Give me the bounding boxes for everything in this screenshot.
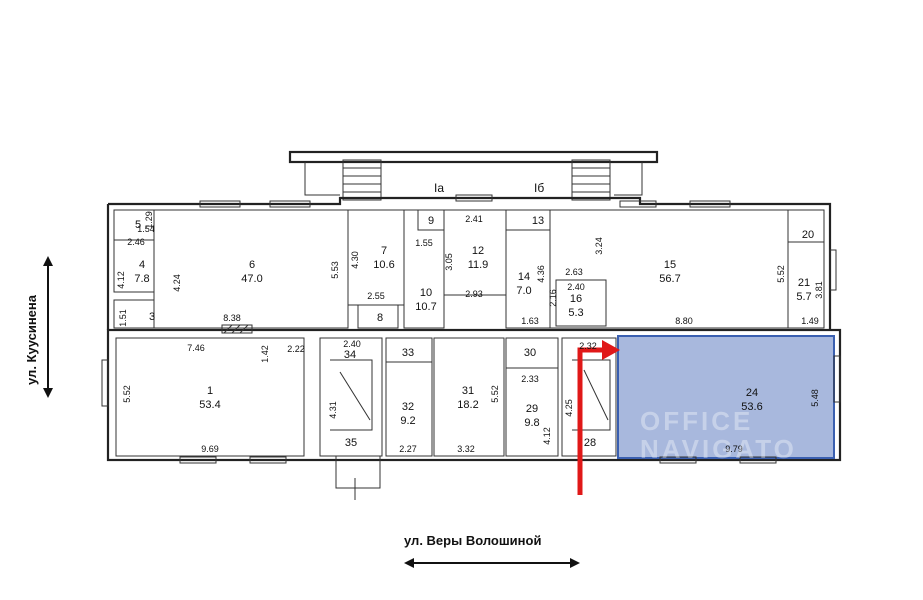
room-numbers: 1 53.4 3 4 7.8 5 6 47.0 7 10.6 8 9 10 10… [134, 215, 814, 449]
dimensions: 8.38 4.24 5.53 4.30 2.55 1.55 2.41 3.05 … [116, 211, 824, 454]
room-33-number: 33 [402, 347, 414, 359]
room-1-number: 1 [207, 385, 213, 397]
dim-label: 1.49 [801, 316, 819, 326]
street-left-label: ул. Куусинена [24, 294, 39, 385]
dim-label: 4.12 [542, 427, 552, 445]
room-6-number: 6 [249, 259, 255, 271]
room-14-area: 7.0 [516, 285, 531, 297]
room-29-area: 9.8 [524, 417, 539, 429]
room-20-number: 20 [802, 229, 814, 241]
watermark: OFFICE NAVIGATO [640, 406, 797, 464]
room-32-number: 32 [402, 401, 414, 413]
dim-label: 2.55 [367, 291, 385, 301]
dim-label: 2.33 [521, 374, 539, 384]
dim-label: 2.40 [567, 282, 585, 292]
dim-label: 7.46 [187, 343, 205, 353]
room-24-area: 53.6 [741, 401, 762, 413]
dim-label: 9.69 [201, 444, 219, 454]
room-21-number: 21 [798, 277, 810, 289]
room-12-area: 11.9 [468, 259, 489, 271]
dim-label: 2.93 [465, 289, 483, 299]
street-bottom: ул. Веры Волошиной [404, 533, 580, 568]
room-31-area: 18.2 [457, 399, 478, 411]
room-28-number: 28 [584, 437, 596, 449]
dim-label: 1.63 [521, 316, 539, 326]
room-10-number: 10 [420, 287, 432, 299]
dim-label: 8.38 [223, 313, 241, 323]
windows [101, 194, 841, 464]
dim-label: 4.25 [564, 399, 574, 417]
dim-label: 2.41 [465, 214, 483, 224]
dim-label: 1.51 [118, 309, 128, 327]
room-7-area: 10.6 [373, 259, 394, 271]
street-bottom-label: ул. Веры Волошиной [404, 533, 541, 548]
room-15-number: 15 [664, 259, 676, 271]
room-21-area: 5.7 [796, 291, 811, 303]
room-29-number: 29 [526, 403, 538, 415]
room-4-area: 7.8 [134, 273, 149, 285]
room-10-area: 10.7 [415, 301, 436, 313]
room-31-number: 31 [462, 385, 474, 397]
room-24-number: 24 [746, 387, 758, 399]
dim-label: 3.24 [594, 237, 604, 255]
entrance-arrow [577, 340, 620, 495]
room-35-number: 35 [345, 437, 357, 449]
dim-label: 2.63 [565, 267, 583, 277]
dim-label: 3.32 [457, 444, 475, 454]
dim-label: 5.53 [330, 261, 340, 279]
north-rooms [113, 209, 825, 334]
dim-label: 5.48 [810, 389, 820, 407]
room-15-area: 56.7 [659, 273, 680, 285]
room-3-number: 3 [149, 311, 155, 323]
dim-label: 2.16 [548, 289, 558, 307]
dim-label: 3.81 [814, 281, 824, 299]
dim-label: 4.12 [116, 271, 126, 289]
dim-label: 3.05 [444, 253, 454, 271]
room-4-number: 4 [139, 259, 145, 271]
room-14-number: 14 [518, 271, 530, 283]
room-16-area: 5.3 [568, 307, 583, 319]
dim-label: 4.31 [328, 401, 338, 419]
dim-label: 5.52 [776, 265, 786, 283]
dim-label: 2.32 [579, 341, 597, 351]
room-34-number: 34 [344, 349, 356, 361]
dim-label: 8.80 [675, 316, 693, 326]
room-16-number: 16 [570, 293, 582, 305]
watermark-line1: OFFICE [640, 406, 753, 436]
dim-label: 1.54 [137, 224, 155, 234]
dim-label: 2.27 [399, 444, 417, 454]
dim-label: 4.36 [536, 265, 546, 283]
room-32-area: 9.2 [400, 415, 415, 427]
street-left: ул. Куусинена [24, 256, 53, 398]
dim-label: 4.24 [172, 274, 182, 292]
dim-label: 1.42 [260, 345, 270, 363]
room-13-number: 13 [532, 215, 544, 227]
dim-label: 1.29 [144, 211, 154, 229]
entrance-a-label: Iа [434, 181, 444, 195]
room-9-number: 9 [428, 215, 434, 227]
room-7-number: 7 [381, 245, 387, 257]
dim-label: 4.30 [350, 251, 360, 269]
entrance-canopy [288, 150, 659, 201]
entrance-b-label: Iб [534, 181, 544, 195]
dim-label: 1.55 [415, 238, 433, 248]
watermark-line2: NAVIGATO [640, 434, 797, 464]
room-8-number: 8 [377, 312, 383, 324]
south-rooms [115, 337, 617, 500]
dim-label: 2.46 [127, 237, 145, 247]
dim-label: 2.22 [287, 344, 305, 354]
highlighted-office-24[interactable] [617, 335, 835, 459]
room-12-number: 12 [472, 245, 484, 257]
dim-label: 5.52 [490, 385, 500, 403]
room-30-number: 30 [524, 347, 536, 359]
room-1-area: 53.4 [199, 399, 220, 411]
dim-label: 5.52 [122, 385, 132, 403]
room-6-area: 47.0 [241, 273, 262, 285]
room-5-number: 5 [135, 219, 141, 231]
dim-label: 9.79 [725, 444, 743, 454]
dim-label: 2.40 [343, 339, 361, 349]
